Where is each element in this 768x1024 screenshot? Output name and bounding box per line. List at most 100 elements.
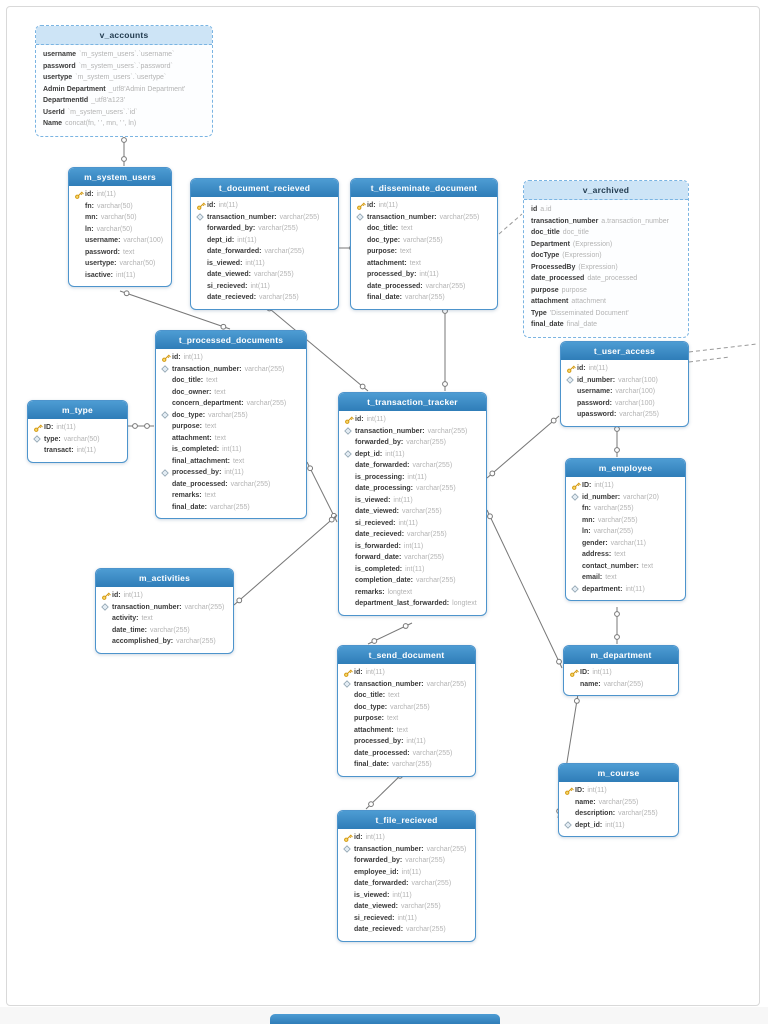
field-row-usertype[interactable]: usertype`m_system_users`.`usertype`	[43, 72, 206, 84]
field-row-final_date[interactable]: final_date:varchar(255)	[161, 502, 301, 514]
field-row-fn[interactable]: fn:varchar(255)	[571, 503, 680, 515]
field-row-final_date[interactable]: final_date:varchar(255)	[356, 292, 492, 304]
field-row-upassword[interactable]: upassword:varchar(255)	[566, 409, 683, 421]
field-row-description[interactable]: description:varchar(255)	[564, 808, 673, 820]
field-row-doc_type[interactable]: doc_type:varchar(255)	[343, 702, 470, 714]
field-row-doc_type[interactable]: doc_type:varchar(255)	[356, 235, 492, 247]
field-row-completion_date[interactable]: completion_date:varchar(255)	[344, 575, 481, 587]
field-row-date_recieved[interactable]: date_recieved:varchar(255)	[344, 529, 481, 541]
field-row-is_viewed[interactable]: is_viewed:int(11)	[343, 890, 470, 902]
field-row-ln[interactable]: ln:varchar(50)	[74, 224, 166, 236]
field-row-attachment[interactable]: attachment:text	[343, 725, 470, 737]
field-row-id[interactable]: id:int(11)	[101, 590, 228, 602]
field-row-password[interactable]: password`m_system_users`.`password`	[43, 61, 206, 73]
field-row-transact[interactable]: transact:int(11)	[33, 445, 122, 457]
field-row-password[interactable]: password:text	[74, 247, 166, 259]
field-row-mn[interactable]: mn:varchar(255)	[571, 515, 680, 527]
field-row-remarks[interactable]: remarks:longtext	[344, 587, 481, 599]
field-row-gender[interactable]: gender:varchar(11)	[571, 538, 680, 550]
field-row-ID[interactable]: ID:int(11)	[33, 422, 122, 434]
field-row-department[interactable]: department:int(11)	[571, 584, 680, 596]
field-row-date_forwarded[interactable]: date_forwarded:varchar(255)	[343, 878, 470, 890]
field-row-transaction_number[interactable]: transaction_number:varchar(255)	[343, 679, 470, 691]
field-row-attachment[interactable]: attachment:text	[356, 258, 492, 270]
field-row-si_recieved[interactable]: si_recieved:int(11)	[344, 518, 481, 530]
field-row-date_viewed[interactable]: date_viewed:varchar(255)	[344, 506, 481, 518]
field-row-si_recieved[interactable]: si_recieved:int(11)	[343, 913, 470, 925]
field-row-type[interactable]: type:varchar(50)	[33, 434, 122, 446]
field-row-ln[interactable]: ln:varchar(255)	[571, 526, 680, 538]
field-row-date_time[interactable]: date_time:varchar(255)	[101, 625, 228, 637]
field-row-final_date[interactable]: final_date:varchar(255)	[343, 759, 470, 771]
field-row-dept_id[interactable]: dept_id:int(11)	[344, 449, 481, 461]
field-row-attachment[interactable]: attachment:text	[161, 433, 301, 445]
field-row-dept_id[interactable]: dept_id:int(11)	[196, 235, 333, 247]
field-row-processed_by[interactable]: processed_by:int(11)	[161, 467, 301, 479]
field-row-department_last_forwarded[interactable]: department_last_forwarded:longtext	[344, 598, 481, 610]
field-row-si_recieved[interactable]: si_recieved:int(11)	[196, 281, 333, 293]
field-row-ID[interactable]: ID:int(11)	[564, 785, 673, 797]
field-row-id[interactable]: id:int(11)	[343, 832, 470, 844]
field-row-isactive[interactable]: isactive:int(11)	[74, 270, 166, 282]
field-row-date_recieved[interactable]: date_recieved:varchar(255)	[196, 292, 333, 304]
field-row-purpose[interactable]: purpose:text	[343, 713, 470, 725]
field-row-date_forwarded[interactable]: date_forwarded:varchar(255)	[344, 460, 481, 472]
field-row-transaction_number[interactable]: transaction_number:varchar(255)	[101, 602, 228, 614]
field-row-concern_department[interactable]: concern_department:varchar(255)	[161, 398, 301, 410]
field-row-doc_owner[interactable]: doc_owner:text	[161, 387, 301, 399]
field-row-doc_title[interactable]: doc_title:text	[343, 690, 470, 702]
field-row-date_processed[interactable]: date_processed:varchar(255)	[161, 479, 301, 491]
field-row-forwarded_by[interactable]: forwarded_by:varchar(255)	[343, 855, 470, 867]
field-row-name[interactable]: name:varchar(255)	[564, 797, 673, 809]
field-row-name[interactable]: name:varchar(255)	[569, 679, 673, 691]
field-row-DepartmentId[interactable]: DepartmentId_utf8'a123'	[43, 95, 206, 107]
field-row-is_completed[interactable]: is_completed:int(11)	[161, 444, 301, 456]
field-row-address[interactable]: address:text	[571, 549, 680, 561]
field-row-forwarded_by[interactable]: forwarded_by:varchar(255)	[344, 437, 481, 449]
field-row-id[interactable]: id:int(11)	[566, 363, 683, 375]
field-row-password[interactable]: password:varchar(100)	[566, 398, 683, 410]
field-row-usertype[interactable]: usertype:varchar(50)	[74, 258, 166, 270]
field-row-transaction_number[interactable]: transaction_number:varchar(255)	[343, 844, 470, 856]
field-row-is_viewed[interactable]: is_viewed:int(11)	[196, 258, 333, 270]
field-row-processed_by[interactable]: processed_by:int(11)	[356, 269, 492, 281]
field-row-UserId[interactable]: UserId`m_system_users`.`id`	[43, 107, 206, 119]
field-row-ID[interactable]: ID:int(11)	[571, 480, 680, 492]
field-row-id[interactable]: id:int(11)	[356, 200, 492, 212]
field-row-date_processed[interactable]: date_processed:varchar(255)	[356, 281, 492, 293]
field-row-Admin_Department[interactable]: Admin Department_utf8'Admin Department'	[43, 84, 206, 96]
field-row-remarks[interactable]: remarks:text	[161, 490, 301, 502]
field-row-username[interactable]: username:varchar(100)	[74, 235, 166, 247]
field-row-username[interactable]: username`m_system_users`.`username`	[43, 49, 206, 61]
field-row-purpose[interactable]: purpose:text	[161, 421, 301, 433]
field-row-dept_id[interactable]: dept_id:int(11)	[564, 820, 673, 832]
field-row-accomplished_by[interactable]: accomplished_by:varchar(255)	[101, 636, 228, 648]
field-row-id_number[interactable]: id_number:varchar(20)	[571, 492, 680, 504]
field-row-date_recieved[interactable]: date_recieved:varchar(255)	[343, 924, 470, 936]
field-row-contact_number[interactable]: contact_number:text	[571, 561, 680, 573]
field-row-mn[interactable]: mn:varchar(50)	[74, 212, 166, 224]
field-row-final_attachment[interactable]: final_attachment:text	[161, 456, 301, 468]
field-row-id[interactable]: id:int(11)	[344, 414, 481, 426]
field-row-date_forwarded[interactable]: date_forwarded:varchar(255)	[196, 246, 333, 258]
